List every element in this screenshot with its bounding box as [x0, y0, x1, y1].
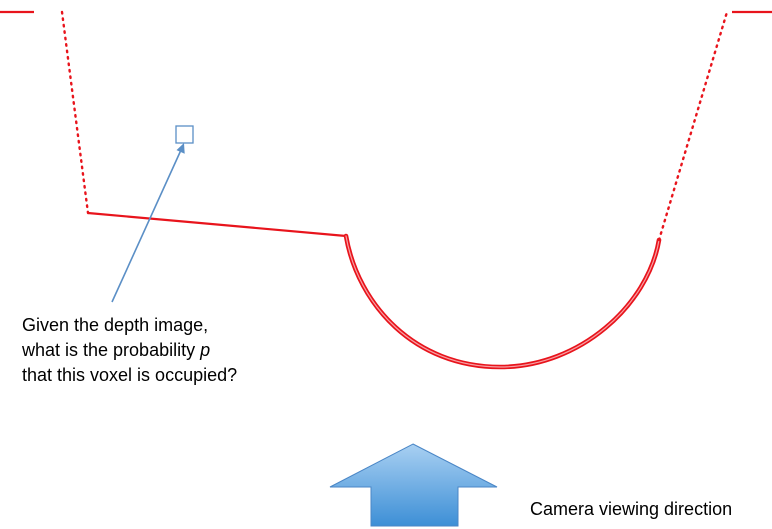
question-line-2: what is the probability p: [22, 338, 322, 363]
voxel-square: [175, 125, 194, 144]
pointer-arrow-head: [176, 143, 185, 154]
question-line-1: Given the depth image,: [22, 315, 209, 335]
dotted-wall-right: [657, 10, 729, 242]
dotted-wall-left: [60, 10, 90, 215]
camera-direction-label: Camera viewing direction: [530, 499, 733, 519]
voxel-question-annotation: Given the depth image, what is the proba…: [22, 313, 322, 388]
surface-bowl: [343, 233, 662, 370]
camera-direction-arrow: [329, 443, 498, 527]
surface-bowl-highlight: [345, 235, 660, 368]
question-line-3: that this voxel is occupied?: [22, 365, 238, 385]
probability-variable: p: [200, 340, 211, 360]
question-line-2-text: what is the probability: [22, 340, 201, 360]
surface-slope: [87, 211, 347, 238]
pointer-arrow-line: [111, 149, 182, 303]
